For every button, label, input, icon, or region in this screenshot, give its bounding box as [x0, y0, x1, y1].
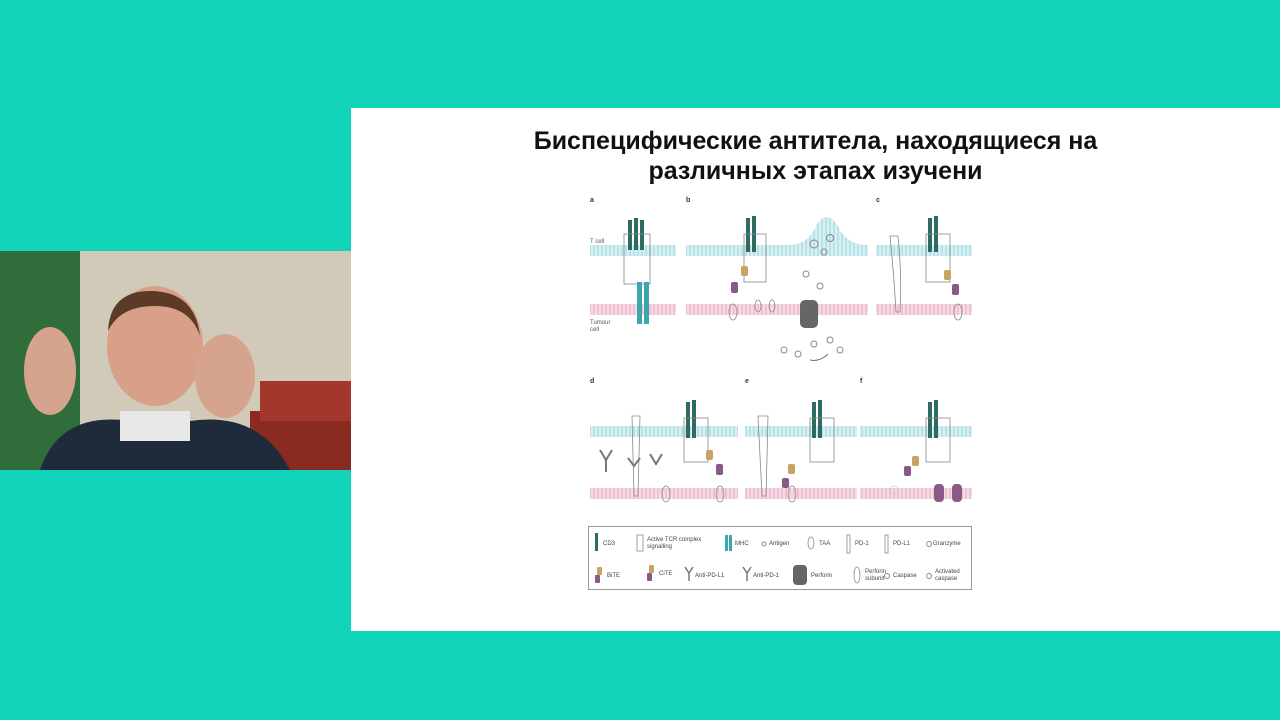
presentation-slide: Биспецифические антитела, находящиеся на…: [351, 108, 1280, 631]
legend-pd1: PD-1: [855, 541, 869, 547]
panel-e: [745, 400, 857, 503]
slide-title-line-1: Биспецифические антитела, находящиеся на: [533, 127, 1098, 155]
figure-legend: CD3 Active TCR complex signalling MHC An…: [588, 526, 972, 590]
bispecific-antibody-figure: a b c d e f T cell Tumour cell: [588, 194, 974, 590]
panel-label-d: d: [590, 378, 595, 385]
legend-antigen: Antigen: [769, 541, 790, 547]
legend-mhc: MHC: [735, 541, 749, 547]
slide-title: Биспецифические антитела, находящиеся на…: [351, 126, 1280, 186]
panel-b: [686, 216, 868, 361]
legend-cd3: CD3: [603, 541, 616, 547]
slide-title-line-2: различных этапах изучени: [648, 157, 983, 185]
legend-activated-caspase: Activated caspase: [935, 569, 960, 582]
t-cell-label: T cell: [590, 239, 605, 245]
legend-perforin: Perforin: [811, 573, 833, 579]
panel-label-b: b: [686, 197, 691, 204]
figure-drawing: [590, 216, 972, 503]
presenter-video-frame: [0, 251, 351, 470]
panel-d: [590, 400, 738, 503]
panel-label-a: a: [590, 197, 594, 204]
legend-taa: TAA: [819, 541, 831, 547]
panel-label-e: e: [745, 378, 749, 385]
legend-active-tcr: Active TCR complex signalling: [647, 537, 702, 550]
panel-label-f: f: [860, 378, 863, 385]
legend-caspase: Caspase: [893, 573, 917, 579]
tumour-cell-label: Tumour cell: [590, 320, 611, 333]
legend-pdl1: PD-L1: [893, 541, 911, 547]
presenter-webcam-video: [0, 251, 351, 470]
legend-anti-pdl1: Anti-PD-L1: [695, 573, 725, 579]
panel-f: [860, 400, 972, 502]
panel-c: [876, 216, 972, 321]
legend-cite: CiTE: [659, 571, 673, 577]
legend-bite: BiTE: [607, 573, 621, 579]
legend-icons: [595, 533, 932, 585]
legend-perforin-subunit: Perforin subunit: [865, 569, 887, 582]
panel-label-c: c: [876, 197, 880, 204]
legend-anti-pd1: Anti-PD-1: [753, 573, 780, 579]
legend-granzyme: Granzyme: [933, 541, 961, 547]
panel-a: [590, 218, 676, 324]
